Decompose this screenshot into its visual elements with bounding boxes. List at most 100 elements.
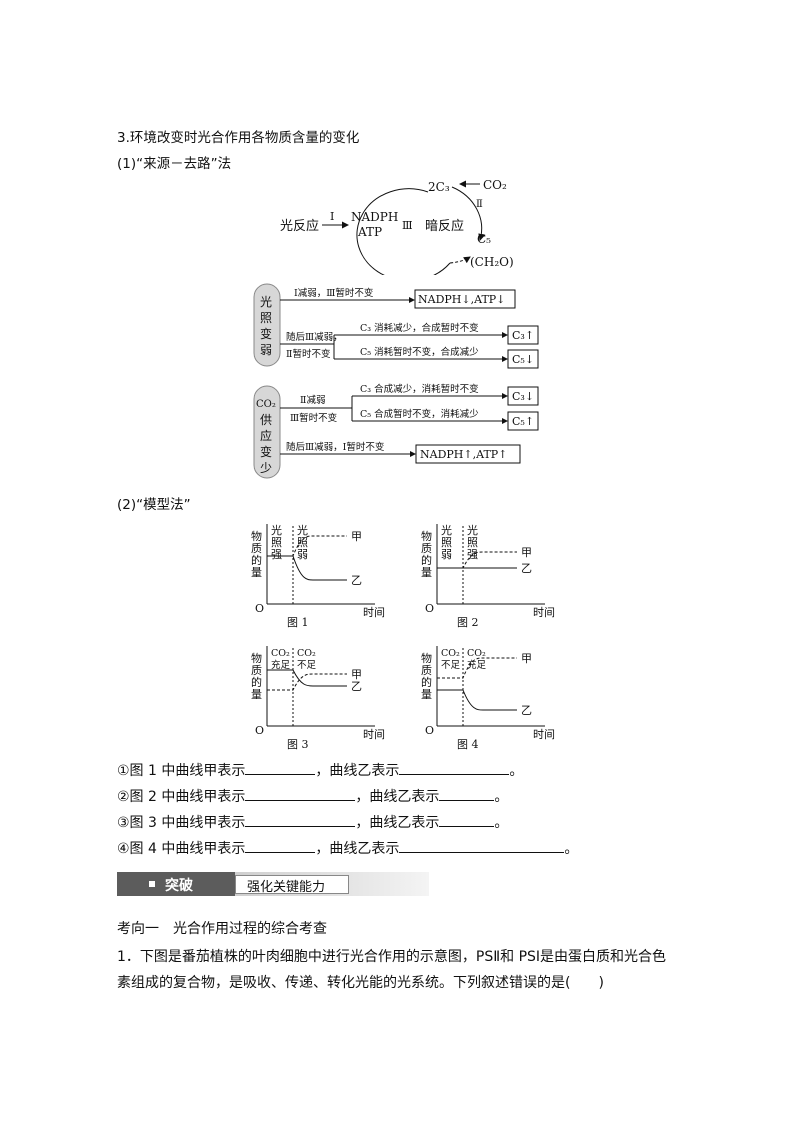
- phase-left-label: 弱: [441, 548, 452, 561]
- y-label-char: 的: [421, 675, 432, 689]
- flow-diagram: 光 照 变 弱 Ⅰ减弱，Ⅲ暂时不变 NADPH↓,ATP↓ 随后Ⅲ减弱， Ⅱ暂时…: [253, 283, 539, 479]
- phase-left-label: 不足: [441, 660, 461, 671]
- question-1: ①图 1 中曲线甲表示，曲线乙表示。: [117, 763, 524, 779]
- co2-cause-1: CO₂: [256, 399, 276, 410]
- phase-right-label: 照: [467, 536, 478, 549]
- phase-left-label: 强: [271, 548, 282, 561]
- series-label-jia: 甲: [351, 530, 362, 543]
- chart-title: 图 4: [457, 738, 479, 751]
- co2-sub2: C₅ 合成暂时不变，消耗减少: [360, 408, 479, 420]
- atp-label: ATP: [357, 225, 382, 239]
- phase-right-label: 光: [297, 523, 308, 537]
- series-label-yi: 乙: [351, 680, 362, 693]
- co2-result2: NADPH↑,ATP↑: [420, 448, 507, 461]
- origin-label: O: [425, 602, 434, 615]
- y-label-char: 质: [421, 542, 432, 555]
- y-label-char: 量: [251, 566, 262, 579]
- light-reaction-label: 光反应: [280, 218, 319, 234]
- method2-title: (2)“模型法”: [117, 497, 191, 513]
- x-label: 时间: [533, 728, 555, 741]
- series-label-jia: 甲: [521, 546, 532, 559]
- series-label-yi: 乙: [351, 574, 362, 587]
- co2-sub1: C₃ 合成减少，消耗暂时不变: [360, 383, 479, 395]
- y-label-char: 的: [421, 553, 432, 567]
- co2-branch1b: Ⅲ暂时不变: [290, 412, 338, 424]
- cycle-arc-left: [356, 188, 451, 275]
- svg-text:应: 应: [260, 428, 272, 443]
- chart-title: 图 1: [287, 616, 309, 629]
- x-label: 时间: [533, 606, 555, 619]
- series-label-yi: 乙: [521, 562, 532, 575]
- light-res-sub2: C₅↓: [512, 353, 534, 366]
- co2-label: CO₂: [483, 178, 507, 192]
- series-line-jia: [437, 657, 517, 679]
- svg-text:照: 照: [260, 311, 272, 325]
- light-res-sub1: C₃↑: [512, 329, 534, 342]
- x-label: 时间: [363, 728, 385, 741]
- ch2o-label: (CH₂O): [470, 255, 514, 269]
- y-label-char: 质: [251, 664, 262, 677]
- series-label-jia: 甲: [351, 668, 362, 681]
- arrow-I-label: Ⅰ: [330, 210, 334, 223]
- c5-label: C₅: [477, 232, 491, 246]
- light-branch2b: Ⅱ暂时不变: [286, 348, 331, 360]
- phase-left-label: 照: [271, 536, 282, 549]
- y-label-char: 量: [421, 566, 432, 579]
- phase-left-label: CO₂: [441, 648, 460, 659]
- y-label-char: 量: [251, 688, 262, 701]
- calvin-cycle-diagram: 光反应 Ⅰ NADPH ATP Ⅲ 暗反应 2C₃ CO₂ Ⅱ C₅ (CH₂O…: [280, 178, 514, 275]
- banner-subtitle: 强化关键能力: [247, 880, 326, 895]
- svg-text:变: 变: [260, 326, 272, 341]
- series-label-yi: 乙: [521, 704, 532, 717]
- exam-q1-line2: 素组成的复合物，是吸收、传递、转化光能的光系统。下列叙述错误的是( ): [117, 975, 604, 991]
- light-branch2a: 随后Ⅲ减弱，: [286, 331, 343, 343]
- series-line-jia: [267, 673, 347, 691]
- origin-label: O: [255, 724, 264, 737]
- phase-left-label: 光: [271, 523, 282, 537]
- light-cause-1: 光: [260, 295, 272, 309]
- label-II: Ⅱ: [476, 199, 483, 210]
- question-2: ②图 2 中曲线甲表示，曲线乙表示。: [117, 789, 509, 805]
- y-label-char: 物: [251, 651, 262, 665]
- co2-branch1a: Ⅱ减弱: [300, 394, 325, 406]
- method1-title: (1)“来源－去路”法: [117, 156, 232, 172]
- co2-branch2: 随后Ⅲ减弱，Ⅰ暂时不变: [286, 441, 385, 453]
- x-label: 时间: [363, 606, 385, 619]
- chart-title: 图 2: [457, 616, 479, 629]
- svg-text:弱: 弱: [260, 343, 272, 357]
- series-line-yi: [267, 669, 347, 687]
- phase-right-label: 照: [297, 536, 308, 549]
- series-label-jia: 甲: [521, 652, 532, 665]
- phase-right-label: CO₂: [297, 648, 316, 659]
- svg-text:供: 供: [260, 413, 272, 427]
- origin-label: O: [425, 724, 434, 737]
- phase-right-label: CO₂: [467, 648, 486, 659]
- label-III: Ⅲ: [402, 219, 413, 232]
- phase-left-label: CO₂: [271, 648, 290, 659]
- series-line-yi: [267, 555, 347, 581]
- phase-left-label: 照: [441, 536, 452, 549]
- cycle-arc-right: [451, 186, 486, 241]
- dark-reaction-label: 暗反应: [425, 218, 464, 234]
- question-4: ④图 4 中曲线甲表示，曲线乙表示。: [117, 841, 579, 857]
- nadph-label: NADPH: [351, 210, 398, 224]
- exam-q1-line1: 1．下图是番茄植株的叶肉细胞中进行光合作用的示意图，PSⅡ和 PSⅠ是由蛋白质和…: [117, 949, 667, 965]
- y-label-char: 的: [251, 675, 262, 689]
- origin-label: O: [255, 602, 264, 615]
- phase-left-label: 光: [441, 523, 452, 537]
- exam-direction: 考向一 光合作用过程的综合考查: [117, 921, 327, 937]
- y-label-char: 量: [421, 688, 432, 701]
- y-label-char: 的: [251, 553, 262, 567]
- banner-label: 突破: [165, 878, 193, 894]
- y-label-char: 物: [421, 529, 432, 543]
- svg-text:变: 变: [260, 444, 272, 459]
- series-line-yi: [437, 689, 517, 711]
- co2-res-sub1: C₃↓: [512, 390, 534, 403]
- chart-title: 图 3: [287, 738, 309, 751]
- co2-res-sub2: C₅↑: [512, 415, 534, 428]
- light-branch1: Ⅰ减弱，Ⅲ暂时不变: [294, 287, 374, 299]
